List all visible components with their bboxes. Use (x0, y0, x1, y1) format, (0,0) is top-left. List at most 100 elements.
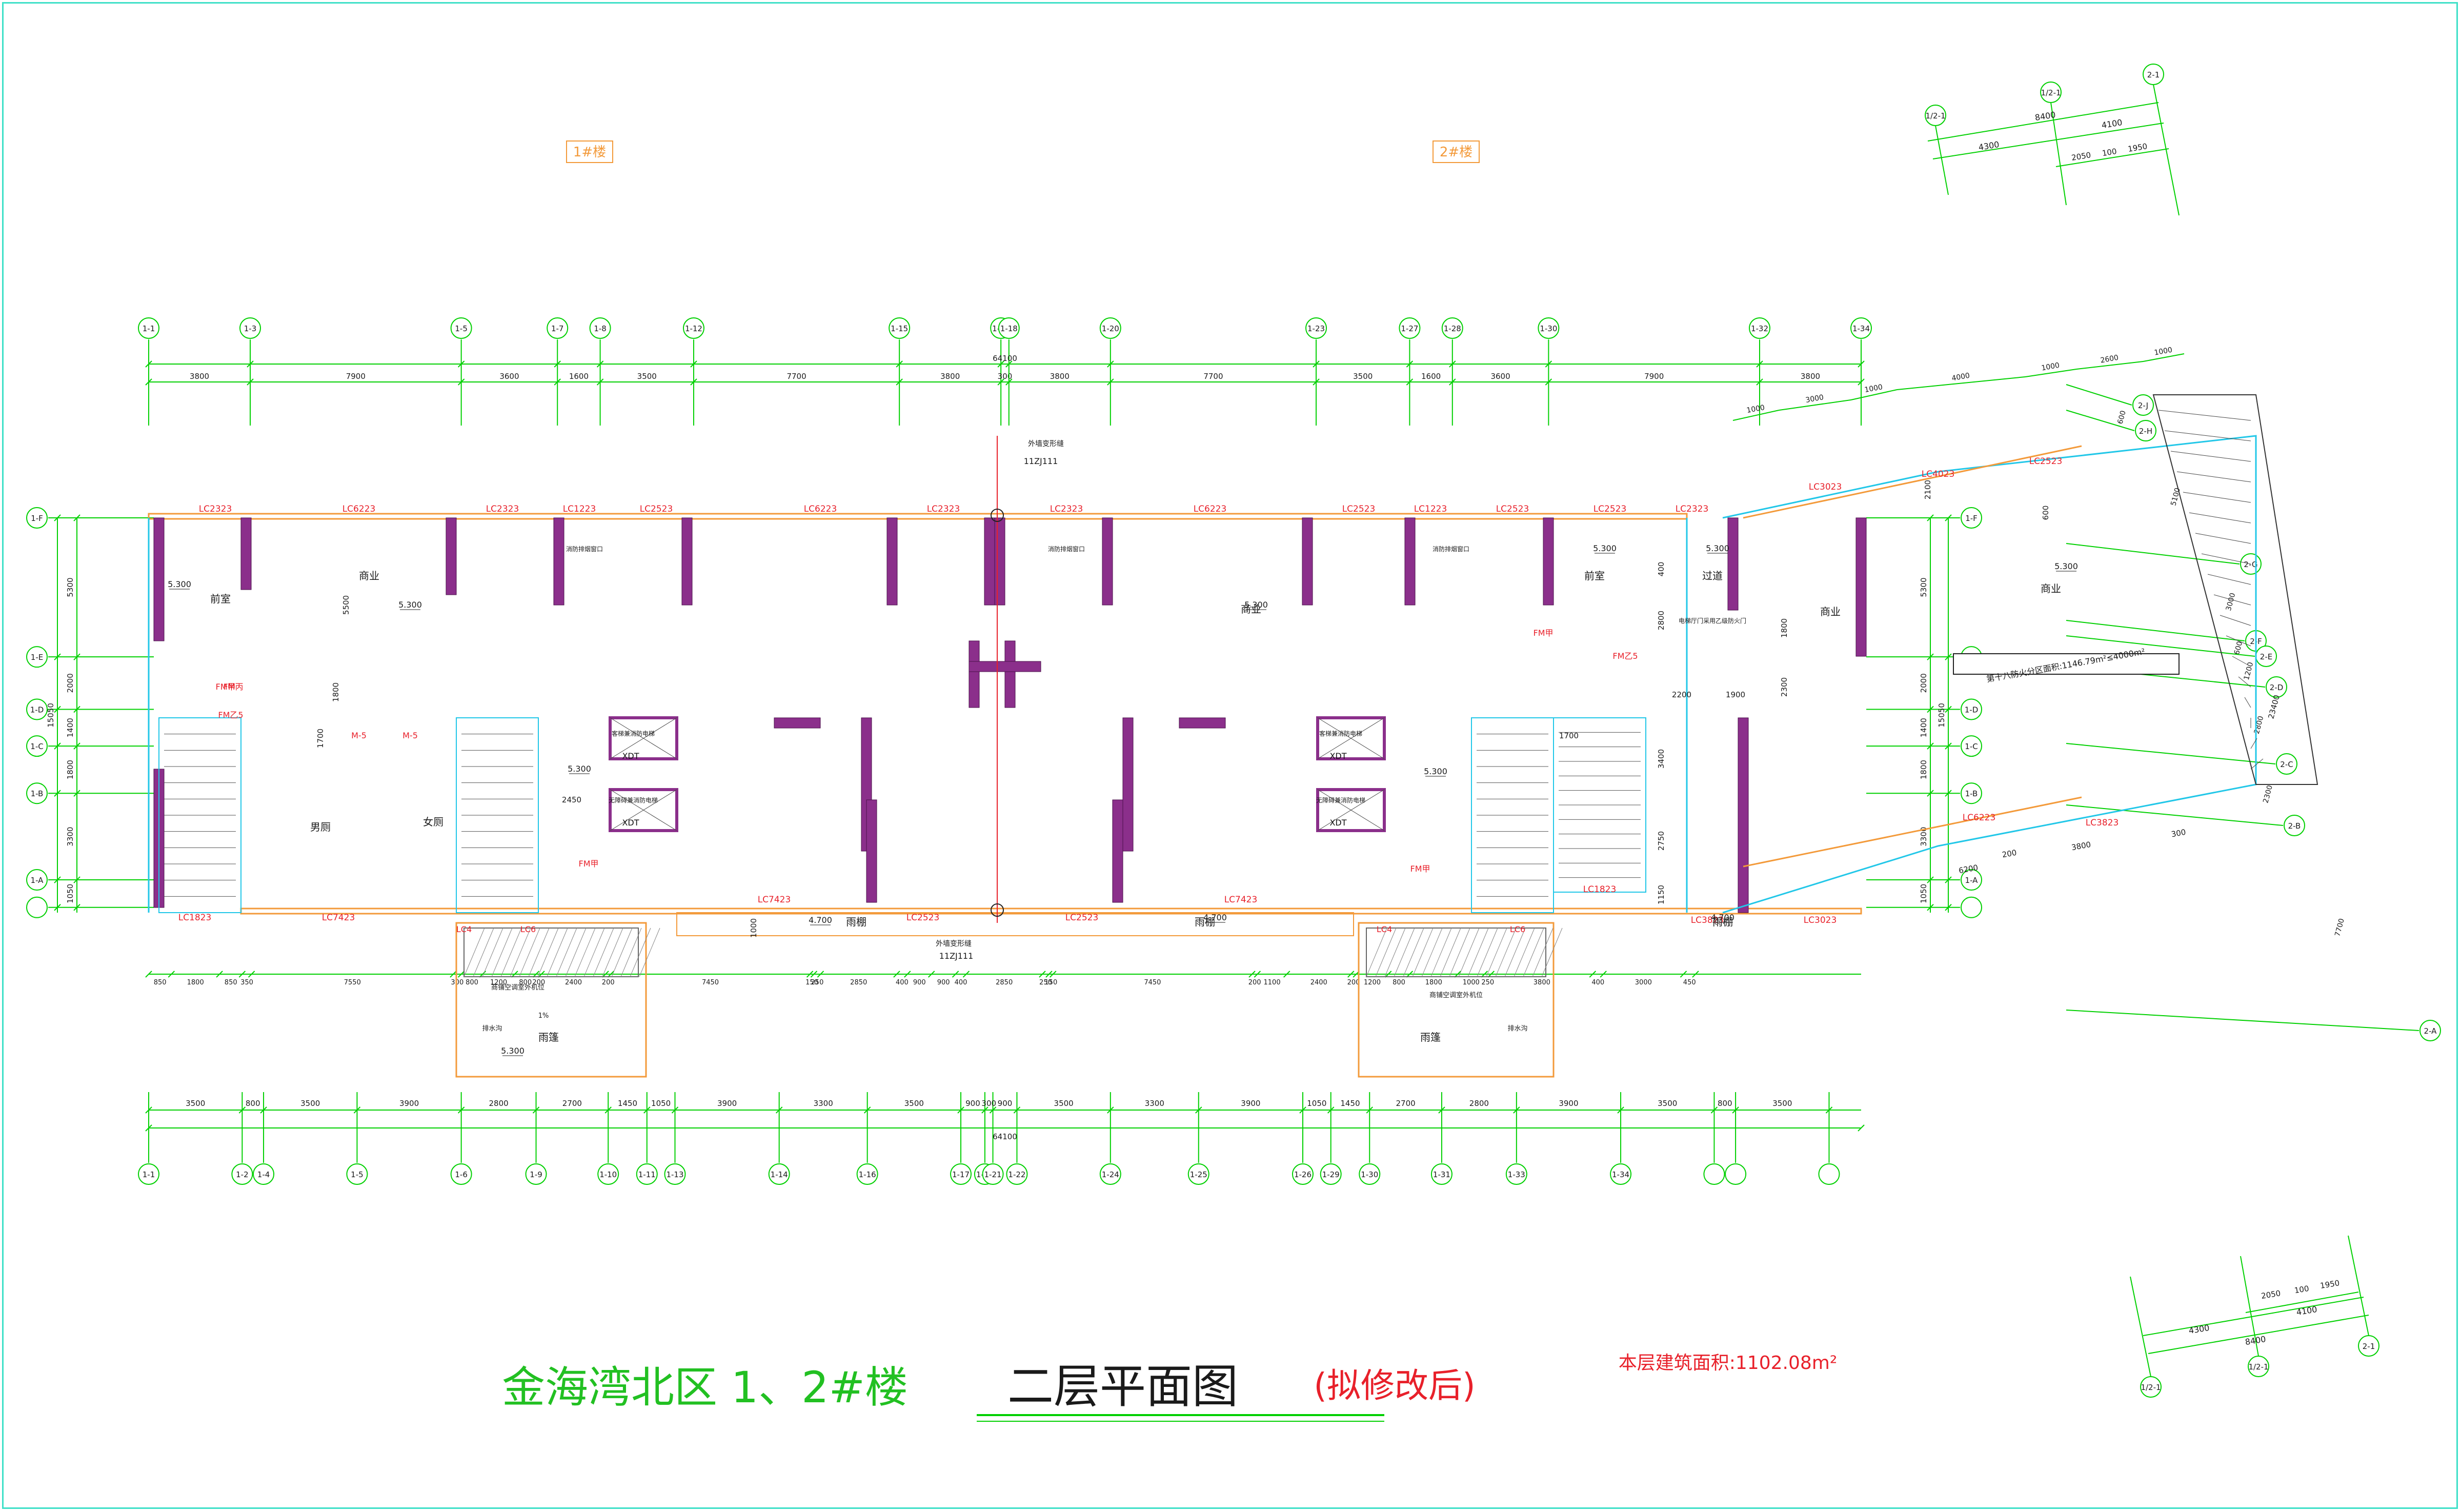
axis-label: 1-25 (1190, 1170, 1207, 1179)
dimension: 8400 (2034, 110, 2056, 123)
axis-label: 1-6 (455, 1170, 468, 1179)
axis-bubble (450, 317, 472, 339)
hatch (1541, 928, 1563, 977)
room-label: 雨棚 (846, 916, 866, 928)
hatch (473, 928, 494, 977)
dimension: 2700 (562, 1099, 582, 1108)
axis-line (1935, 125, 1949, 195)
column (153, 517, 165, 641)
dimension: 1150 (1657, 885, 1666, 904)
level-mark: 4.700 (1203, 913, 1227, 922)
dimension: 3300 (814, 1099, 833, 1108)
axis-bubble (682, 317, 704, 339)
room-label: 商业 (1241, 603, 1261, 615)
building-tag-box (1433, 140, 1480, 163)
dim-tick (216, 971, 223, 978)
dimension: 7700 (786, 372, 806, 381)
dimension: 1800 (1425, 979, 1442, 986)
door-label: FM甲 (1533, 628, 1553, 638)
axis-label: 1-15 (891, 324, 908, 333)
axis-label: 1-5 (351, 1170, 364, 1179)
axis-bubble (1399, 317, 1421, 339)
window-strip-skew (1743, 796, 2082, 868)
dim-tick (1347, 971, 1355, 978)
window-label: LC2523 (1593, 504, 1627, 514)
axis-bubble (26, 896, 48, 918)
hatch (491, 928, 513, 977)
dimension: 2800 (2253, 715, 2266, 735)
axis-label: 2-H (2139, 427, 2152, 436)
hatch (1366, 928, 1387, 977)
window-label: LC6223 (1194, 504, 1227, 514)
level-mark: 4.700 (1711, 913, 1734, 922)
dim-line (1779, 399, 1851, 411)
dim-tick (1283, 971, 1290, 978)
total-dimension: 64100 (993, 1132, 1017, 1141)
axis-label: 1-3 (244, 324, 257, 333)
axis-label: 1-13 (666, 1170, 683, 1179)
hatch (2244, 697, 2251, 708)
joint-marker (991, 509, 1004, 522)
dim-tick (806, 971, 814, 978)
axis-label: 1-F (1965, 514, 1978, 523)
dim-tick (1600, 971, 1607, 978)
axis-label: 1-A (31, 876, 44, 885)
right-axis-grid: 1-F53001-E20001-D14001-C18001-B33001-A10… (1732, 346, 2441, 1041)
area-note: 本层建筑面积:1102.08m² (1619, 1353, 1838, 1374)
axis-bubble (2135, 420, 2156, 441)
axis-label: 1-1 (143, 1170, 155, 1179)
dimension: 1050 (651, 1099, 671, 1108)
axis-label: 1-22 (1008, 1170, 1025, 1179)
dimension: 1050 (1307, 1099, 1326, 1108)
dimension: 2850 (850, 979, 867, 986)
axis-bubble (1430, 1163, 1453, 1185)
column (984, 517, 995, 606)
dimension: 1050 (1919, 884, 1928, 903)
dimension: 7450 (1144, 979, 1161, 986)
hatch (1449, 928, 1470, 977)
axis-label: 1/2-1 (2041, 88, 2061, 97)
dimension: 300 (981, 1099, 996, 1108)
dimension: 1000 (1463, 979, 1480, 986)
hatch (1458, 928, 1480, 977)
window-label: LC1223 (563, 504, 596, 514)
axis-line (2066, 410, 2135, 431)
axis-label: 1-30 (1540, 324, 1557, 333)
dimension: 1200 (1364, 979, 1381, 986)
axis-bubble (1441, 317, 1463, 339)
axis-label: 1-1 (143, 324, 155, 333)
elevator-shaft (609, 788, 678, 832)
axis-bubble (1099, 317, 1121, 339)
axis-bubble (589, 317, 611, 339)
axis-bubble (1961, 735, 1982, 757)
dimension: 4000 (1951, 372, 1970, 383)
hatch (519, 928, 540, 977)
dimension: 900 (998, 1099, 1013, 1108)
dimension: 7450 (702, 979, 719, 986)
dim-tick (1050, 971, 1057, 978)
hatch (583, 928, 605, 977)
window-strip-skew (1743, 445, 2082, 519)
axis-bubble (998, 317, 1020, 339)
elevator-cross (1317, 789, 1385, 831)
axis-bubble (26, 735, 48, 757)
hatch (537, 928, 559, 977)
axis-label: 1-34 (1612, 1170, 1629, 1179)
dim-tick (1254, 971, 1261, 978)
axis-label: 1-B (1965, 789, 1978, 798)
level-mark: 5.300 (501, 1046, 525, 1056)
axis-label: 1-32 (1751, 324, 1768, 333)
hatch (639, 928, 660, 977)
room-label: 雨篷 (538, 1031, 559, 1043)
room-label: 雨棚 (1712, 916, 1733, 928)
axis-label: 1-7 (551, 324, 564, 333)
window-label: LC2523 (1342, 504, 1376, 514)
elevator-shaft (1316, 788, 1386, 832)
axis-label: 1-26 (1294, 1170, 1312, 1179)
dimension: 1800 (187, 979, 204, 986)
dimension: 800 (466, 979, 478, 986)
axis-label: 1-F (31, 514, 43, 523)
dimension: 3400 (1657, 749, 1666, 769)
column (446, 517, 457, 595)
